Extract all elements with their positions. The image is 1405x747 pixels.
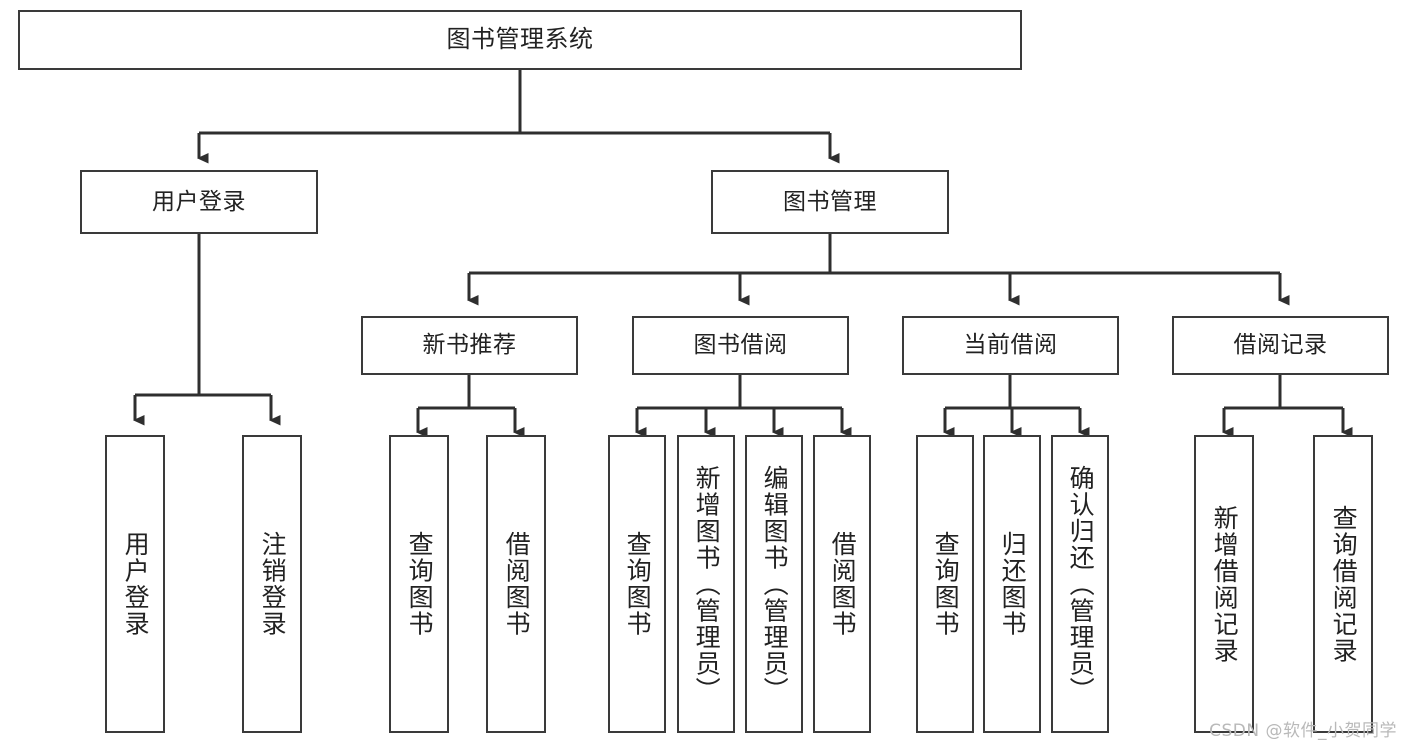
node-label: 注销登录: [258, 531, 288, 637]
node-label: 查询图书: [623, 531, 653, 637]
node-label: 借阅记录: [1233, 332, 1328, 359]
leaf-logout[interactable]: 注销登录: [242, 435, 302, 733]
node-label: 新书推荐: [422, 332, 517, 359]
node-label: 图书借阅: [693, 332, 788, 359]
node-label: 查询图书: [931, 531, 961, 637]
leaf-user-login[interactable]: 用户登录: [105, 435, 165, 733]
node-label: 用户登录: [121, 531, 151, 637]
node-label: 查询借阅记录: [1329, 504, 1359, 664]
leaf-add-borrow-record[interactable]: 新增借阅记录: [1194, 435, 1254, 733]
node-label: 新增借阅记录: [1210, 504, 1240, 664]
leaf-confirm-return[interactable]: 确认归还（管理员）: [1051, 435, 1109, 733]
leaf-return-book[interactable]: 归还图书: [983, 435, 1041, 733]
node-current-borrow[interactable]: 当前借阅: [902, 316, 1119, 375]
node-label: 用户登录: [152, 188, 246, 215]
node-user-login[interactable]: 用户登录: [80, 170, 318, 234]
node-borrow-record[interactable]: 借阅记录: [1172, 316, 1389, 375]
leaf-query-book-borrow[interactable]: 查询图书: [608, 435, 666, 733]
node-label: 图书管理系统: [446, 25, 594, 54]
node-label: 归还图书: [998, 531, 1028, 637]
node-book-management[interactable]: 图书管理: [711, 170, 949, 234]
leaf-borrow-book-recommend[interactable]: 借阅图书: [486, 435, 546, 733]
watermark: CSDN @软件_小贺同学: [1209, 721, 1397, 741]
leaf-edit-book[interactable]: 编辑图书（管理员）: [745, 435, 803, 733]
node-label: 新增图书（管理员）: [692, 464, 722, 704]
node-label: 查询图书: [405, 531, 435, 637]
leaf-add-book[interactable]: 新增图书（管理员）: [677, 435, 735, 733]
node-label: 借阅图书: [828, 531, 858, 637]
leaf-query-book-recommend[interactable]: 查询图书: [389, 435, 449, 733]
node-label: 图书管理: [783, 188, 877, 215]
node-new-book-recommend[interactable]: 新书推荐: [361, 316, 578, 375]
node-book-borrow[interactable]: 图书借阅: [632, 316, 849, 375]
leaf-query-book-current[interactable]: 查询图书: [916, 435, 974, 733]
node-label: 当前借阅: [963, 332, 1058, 359]
node-root-system[interactable]: 图书管理系统: [18, 10, 1022, 70]
node-label: 编辑图书（管理员）: [760, 464, 790, 704]
leaf-query-borrow-record[interactable]: 查询借阅记录: [1313, 435, 1373, 733]
leaf-borrow-book[interactable]: 借阅图书: [813, 435, 871, 733]
node-label: 借阅图书: [502, 531, 532, 637]
node-label: 确认归还（管理员）: [1066, 464, 1096, 704]
